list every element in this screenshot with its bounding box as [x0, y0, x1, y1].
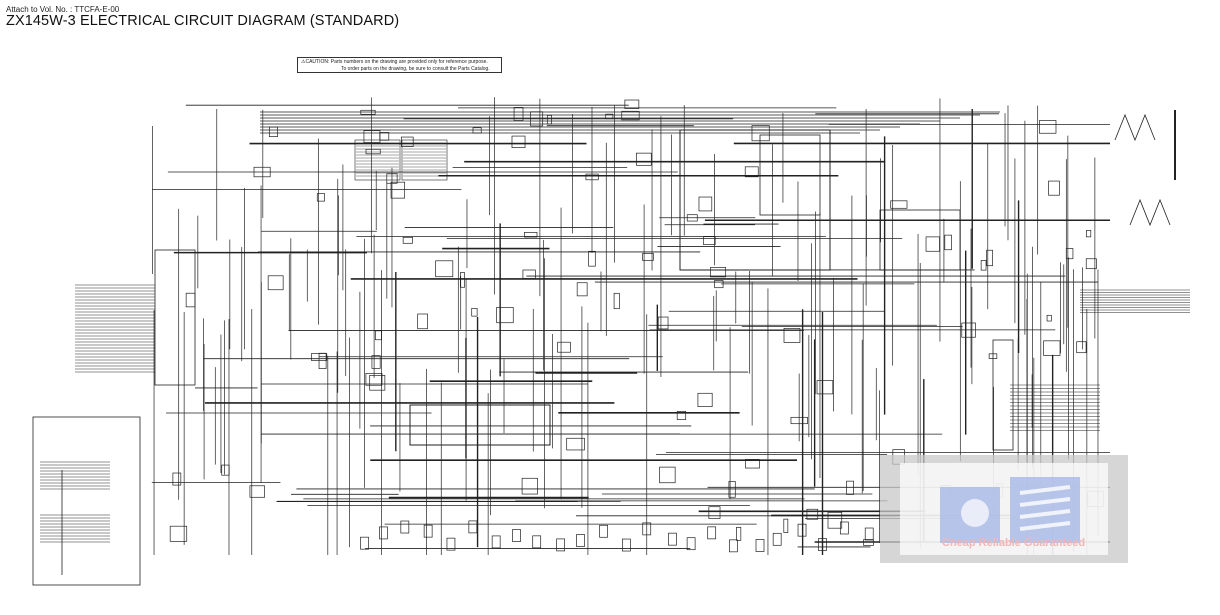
attach-note: Attach to Vol. No. : TTCFA-E-00 [6, 5, 120, 14]
watermark: Cheap Reliable Guaranteed [880, 455, 1128, 563]
caution-line-2: To order parts on the drawing, be sure t… [341, 65, 490, 72]
watermark-slogan: Cheap Reliable Guaranteed [942, 537, 1086, 549]
caution-line-1: ⚠CAUTION: Parts numbers on the drawing a… [301, 59, 488, 65]
wiring [32, 97, 1190, 586]
page-title: ZX145W-3 ELECTRICAL CIRCUIT DIAGRAM (STA… [6, 13, 400, 29]
caution-box: ⚠CAUTION: Parts numbers on the drawing a… [297, 57, 502, 73]
watermark-logo-icon [940, 477, 1080, 543]
